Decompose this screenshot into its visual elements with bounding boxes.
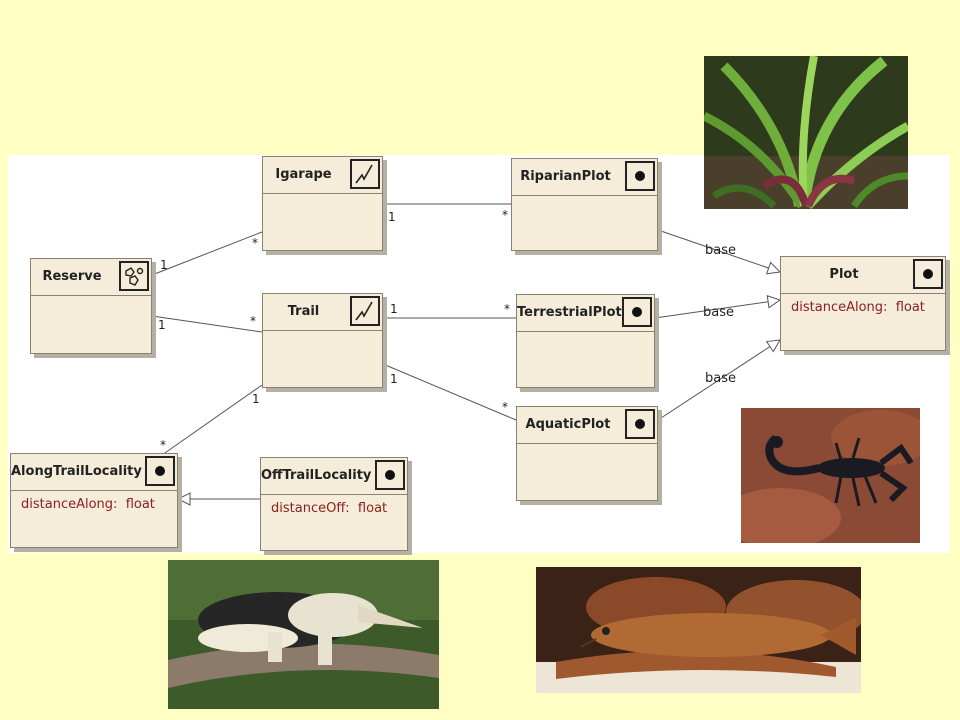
line-feature-icon (350, 159, 380, 189)
class-terrestrial-plot[interactable]: TerrestrialPlot (516, 294, 655, 388)
class-plot[interactable]: Plot distanceAlong: float (780, 256, 946, 351)
mult-reserve-igarape-b: * (252, 236, 258, 250)
class-trail[interactable]: Trail (262, 293, 383, 388)
class-name: RiparianPlot (520, 169, 611, 184)
mult-igarape-riparian-a: 1 (388, 210, 396, 224)
mult-trail-aquatic-b: * (502, 400, 508, 414)
class-riparian-plot[interactable]: RiparianPlot (511, 158, 658, 251)
mult-reserve-igarape-a: 1 (160, 258, 168, 272)
point-feature-icon (375, 460, 405, 490)
class-name: TerrestrialPlot (517, 305, 622, 320)
class-name: Plot (829, 267, 859, 282)
label-base-riparian: base (705, 243, 736, 258)
attribute-distance-along: distanceAlong: float (791, 300, 925, 315)
point-feature-icon (913, 259, 943, 289)
mult-igarape-riparian-b: * (502, 208, 508, 222)
scorpion-photo (741, 408, 920, 543)
mult-trail-along-b: * (160, 438, 166, 452)
class-name: Trail (287, 304, 320, 319)
class-reserve[interactable]: Reserve (30, 258, 152, 354)
class-name: AquaticPlot (525, 417, 611, 432)
point-feature-icon (145, 456, 175, 486)
bromeliad-plant-photo (704, 56, 908, 209)
class-name: OffTrailLocality (261, 468, 372, 483)
anteater-photo (168, 560, 439, 709)
area-feature-icon (119, 261, 149, 291)
mult-trail-aquatic-a: 1 (390, 372, 398, 386)
label-base-aquatic: base (705, 371, 736, 386)
class-along-trail-locality[interactable]: AlongTrailLocality distanceAlong: float (10, 453, 178, 548)
point-feature-icon (625, 161, 655, 191)
fish-photo (536, 567, 861, 693)
point-feature-icon (622, 297, 652, 327)
mult-trail-terrestrial-b: * (504, 302, 510, 316)
mult-trail-along-a: 1 (252, 392, 260, 406)
label-base-terrestrial: base (703, 305, 734, 320)
class-igarape[interactable]: Igarape (262, 156, 383, 251)
attribute-distance-along: distanceAlong: float (21, 497, 155, 512)
class-name: Reserve (42, 269, 102, 284)
mult-reserve-trail-a: 1 (158, 318, 166, 332)
mult-reserve-trail-b: * (250, 314, 256, 328)
attribute-distance-off: distanceOff: float (271, 501, 388, 516)
mult-trail-terrestrial-a: 1 (390, 302, 398, 316)
class-aquatic-plot[interactable]: AquaticPlot (516, 406, 658, 501)
class-name: Igarape (275, 167, 332, 182)
class-off-trail-locality[interactable]: OffTrailLocality distanceOff: float (260, 457, 408, 551)
class-name: AlongTrailLocality (11, 464, 142, 479)
point-feature-icon (625, 409, 655, 439)
line-feature-icon (350, 296, 380, 326)
